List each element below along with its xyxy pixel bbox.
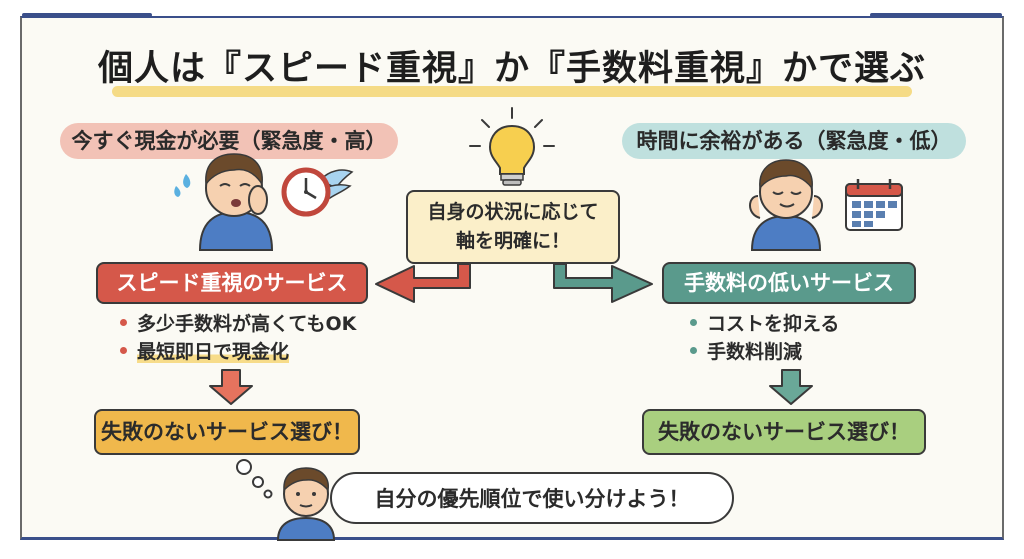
list-item: 多少手数料が高くてもOK (120, 310, 356, 338)
bullet-dot (120, 347, 127, 354)
arrow-to-fee-service (553, 263, 653, 303)
center-advice-line1: 自身の状況に応じて (427, 201, 599, 223)
arrow-down-right (769, 369, 813, 405)
arrow-down-left (209, 369, 253, 405)
relaxed-person-illustration (749, 159, 823, 251)
arrow-to-speed-service (375, 263, 471, 303)
speed-result-box: 失敗のないサービス選び！ (94, 409, 360, 455)
bullet-dot (690, 319, 697, 326)
winged-clock-icon (281, 167, 354, 217)
list-item: 手数料削減 (690, 338, 839, 366)
bullet-text-highlighted: 最短即日で現金化 (137, 341, 290, 363)
speech-bubble: 自分の優先順位で使い分けよう！ (330, 472, 734, 524)
list-item: 最短即日で現金化 (120, 338, 356, 366)
bullet-text: 多少手数料が高くてもOK (137, 313, 357, 335)
fee-result-box: 失敗のないサービス選び！ (642, 409, 926, 455)
center-advice-box: 自身の状況に応じて 軸を明確に！ (406, 190, 620, 264)
thinking-person-illustration (276, 467, 336, 541)
title-highlight (112, 86, 912, 97)
bullet-dot (120, 319, 127, 326)
frame-accent-right (870, 13, 1002, 17)
thought-bubble-dots (236, 459, 273, 499)
speed-service-bullets: 多少手数料が高くてもOK 最短即日で現金化 (120, 310, 356, 366)
center-advice-line2: 軸を明確に！ (455, 230, 570, 252)
bullet-text: コストを抑える (707, 313, 840, 335)
calendar-icon (845, 179, 903, 231)
bullet-dot (690, 347, 697, 354)
frame-accent-left (22, 13, 152, 17)
fee-service-box: 手数料の低いサービス (662, 262, 916, 304)
diagram-title: 個人は『スピード重視』か『手数料重視』かで選ぶ (97, 49, 926, 89)
worried-person-illustration (174, 153, 274, 251)
fee-service-bullets: コストを抑える 手数料削減 (690, 310, 839, 366)
bullet-text: 手数料削減 (707, 341, 803, 363)
list-item: コストを抑える (690, 310, 839, 338)
speed-service-box: スピード重視のサービス (96, 262, 368, 304)
lightbulb-icon (469, 107, 555, 186)
left-header: 今すぐ現金が必要（緊急度・高） (60, 123, 398, 159)
right-header: 時間に余裕がある（緊急度・低） (622, 123, 966, 159)
